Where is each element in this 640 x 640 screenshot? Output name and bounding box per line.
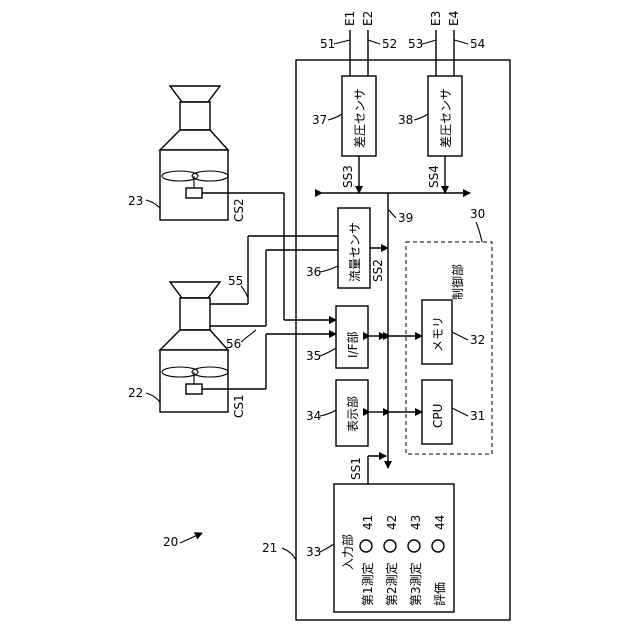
fan-23-ref: 23 — [128, 194, 143, 208]
button-3-label: 第3測定 — [408, 562, 423, 606]
bus-39-ref: 39 — [398, 211, 413, 225]
control-unit-label: 制御部 — [450, 264, 465, 300]
fan-23-signal: CS2 — [232, 198, 246, 222]
fan-22-signal: CS1 — [232, 394, 246, 418]
signal-ss2: SS2 — [371, 259, 385, 282]
input-unit-label: 入力部 — [340, 534, 355, 570]
sensor-38-ref: 38 — [398, 113, 413, 127]
device-ref: 20 — [163, 535, 178, 549]
terminal-e4: E4 — [447, 11, 461, 26]
flow-sensor-label: 流量センサ — [348, 222, 362, 282]
port-52: 52 — [382, 37, 397, 51]
port-54: 54 — [470, 37, 485, 51]
sensor-37-label: 差圧センサ — [353, 88, 367, 148]
control-unit-ref: 30 — [470, 207, 485, 221]
display-unit-ref: 34 — [306, 409, 321, 423]
fan-22-ref: 22 — [128, 386, 143, 400]
line-56-ref: 56 — [226, 337, 241, 351]
button-1-label: 第1測定 — [360, 562, 375, 606]
memory-label: メモリ — [431, 316, 445, 352]
cpu-ref: 31 — [470, 409, 485, 423]
port-51: 51 — [320, 37, 335, 51]
cpu-label: CPU — [431, 404, 445, 428]
port-53: 53 — [408, 37, 423, 51]
if-unit-ref: 35 — [306, 349, 321, 363]
button-2-label: 第2測定 — [384, 562, 399, 606]
display-unit-label: 表示部 — [345, 396, 360, 432]
button-4-label: 評価 — [432, 582, 447, 606]
button-3-ref: 43 — [409, 515, 423, 530]
input-unit-ref: 33 — [306, 545, 321, 559]
fan-23 — [160, 86, 284, 220]
button-1-ref: 41 — [361, 515, 375, 530]
signal-ss1: SS1 — [349, 457, 363, 480]
button-4-ref: 44 — [433, 515, 447, 530]
if-unit-label: I/F部 — [345, 332, 360, 359]
memory-ref: 32 — [470, 333, 485, 347]
button-2-ref: 42 — [385, 515, 399, 530]
sensor-38-label: 差圧センサ — [439, 88, 453, 148]
flow-sensor-ref: 36 — [306, 265, 321, 279]
terminal-e1: E1 — [343, 11, 357, 26]
line-55-ref: 55 — [228, 274, 243, 288]
signal-ss4: SS4 — [427, 165, 441, 188]
signal-ss3: SS3 — [341, 165, 355, 188]
housing-ref: 21 — [262, 541, 277, 555]
sensor-37-ref: 37 — [312, 113, 327, 127]
fan-22 — [160, 282, 266, 412]
terminal-e3: E3 — [429, 11, 443, 26]
terminal-e2: E2 — [361, 11, 375, 26]
